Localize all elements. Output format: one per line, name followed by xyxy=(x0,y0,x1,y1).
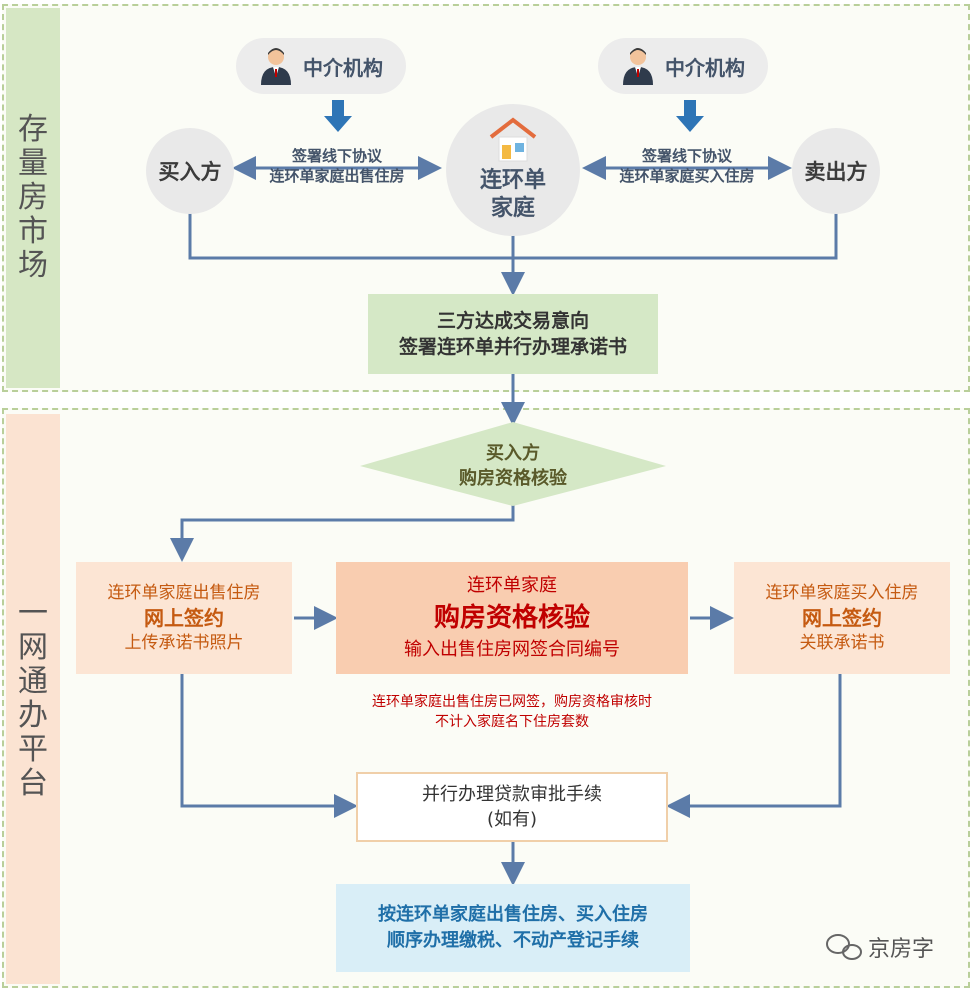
person-icon xyxy=(623,48,653,85)
market-side-label: 存 量 房 市 场 xyxy=(6,8,60,388)
right-link-label: 签署线下协议 连环单家庭买入住房 xyxy=(619,147,755,185)
platform-side-label: 一 网 通 办 平 台 xyxy=(6,414,60,984)
agency-right-pill: 中介机构 xyxy=(598,38,768,94)
buyer-qualification-decision: 买入方 购房资格核验 xyxy=(459,443,567,489)
house-icon xyxy=(489,117,537,162)
decision-diamond xyxy=(360,422,666,506)
qualification-note: 连环单家庭出售住房已网签，购房资格审核时 不计入家庭名下住房套数 xyxy=(372,694,652,730)
buyer-circle: 买入方 xyxy=(146,128,234,214)
tax-registration-box: 按连环单家庭出售住房、买入住房 顺序办理缴税、不动产登记手续 xyxy=(336,884,690,972)
qualification-check-box: 连环单家庭 购房资格核验 输入出售住房网签合同编号 xyxy=(336,562,688,674)
down-arrow-icons xyxy=(324,100,704,132)
chain-household-circle: 连环单 家庭 xyxy=(446,104,580,236)
sell-online-signing-box: 连环单家庭出售住房 网上签约 上传承诺书照片 xyxy=(76,562,292,674)
seller-circle: 卖出方 xyxy=(792,128,880,214)
watermark: 京房字 xyxy=(868,937,935,962)
three-party-agreement-box: 三方达成交易意向 签署连环单并行办理承诺书 xyxy=(368,294,658,374)
wechat-icon xyxy=(826,934,862,960)
agency-left-pill: 中介机构 xyxy=(236,38,406,94)
left-link-label: 签署线下协议 连环单家庭出售住房 xyxy=(269,147,405,185)
person-icon xyxy=(261,48,291,85)
loan-approval-box: 并行办理贷款审批手续 (如有) xyxy=(356,772,668,842)
buy-online-signing-box: 连环单家庭买入住房 网上签约 关联承诺书 xyxy=(734,562,950,674)
